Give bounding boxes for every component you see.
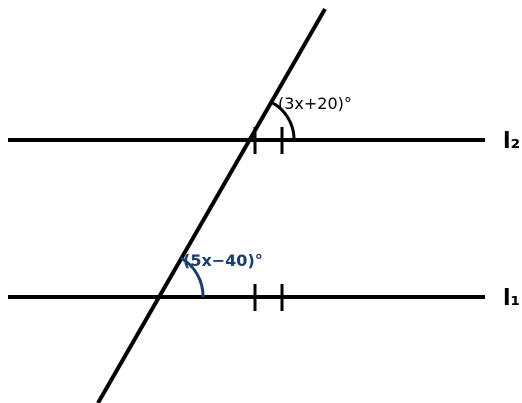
angle-arc-top xyxy=(270,100,296,141)
angle-label-bottom: (5x−40)° xyxy=(183,251,263,270)
angle-arc-bottom xyxy=(180,256,205,298)
transversal-line xyxy=(96,8,327,403)
line-label-l1: l₁ xyxy=(503,286,520,311)
line-label-l2: l₂ xyxy=(503,129,520,154)
angle-label-top: (3x+20)° xyxy=(278,94,352,113)
